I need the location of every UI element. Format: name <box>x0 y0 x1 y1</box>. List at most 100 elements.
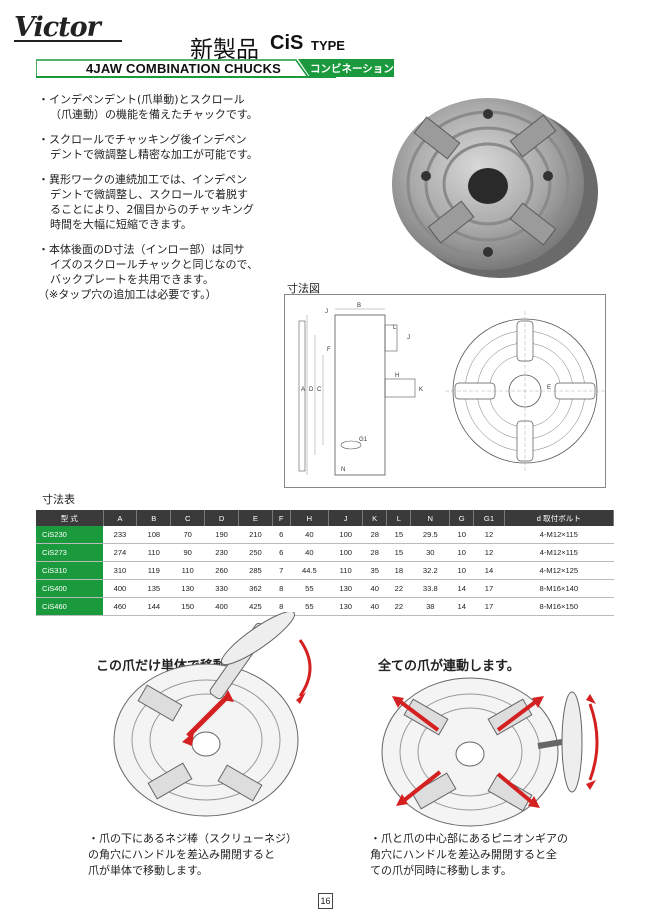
col-header: G1 <box>473 510 505 526</box>
title-model: CiS <box>270 32 304 54</box>
table-cell: 400 <box>103 579 137 598</box>
table-cell: 55 <box>290 597 329 616</box>
table-cell: 17 <box>473 597 505 616</box>
table-cell: 30 <box>410 543 450 562</box>
model-cell: CiS400 <box>36 579 103 598</box>
table-cell: 6 <box>272 526 291 544</box>
dim-label-g1: G1 <box>359 437 368 443</box>
table-cell: 150 <box>170 597 205 616</box>
dim-label-a: A <box>301 387 305 393</box>
table-cell: 28 <box>362 526 387 544</box>
feature-item: ・異形ワークの連続加工では、インデペン デントで微調整し、スクロールで着脱す る… <box>38 173 254 231</box>
model-cell: CiS310 <box>36 561 103 580</box>
table-cell: 40 <box>290 526 329 544</box>
dim-label-h: H <box>395 373 399 379</box>
table-cell: 12 <box>473 526 505 544</box>
model-cell: CiS273 <box>36 543 103 562</box>
scroll-description: ・爪と爪の中心部にあるピニオンギアの 角穴にハンドルを差込み開閉すると全 ての爪… <box>370 832 568 877</box>
table-cell: 35 <box>362 561 387 580</box>
table-cell: 14 <box>449 579 474 598</box>
dimension-drawing: J B L J F H K A D C E G1 N <box>284 294 606 488</box>
dim-label-k: K <box>419 387 423 393</box>
model-cell: CiS460 <box>36 597 103 616</box>
col-header: E <box>238 510 273 526</box>
table-cell: 90 <box>170 543 205 562</box>
table-cell: 135 <box>136 579 171 598</box>
table-cell: 274 <box>103 543 137 562</box>
table-cell: 14 <box>473 561 505 580</box>
col-header: G <box>449 510 475 526</box>
dim-label-n: N <box>341 467 345 473</box>
table-cell: 33.8 <box>410 579 450 598</box>
table-cell: 260 <box>204 561 239 580</box>
table-cell: 40 <box>290 543 329 562</box>
dim-label-f: F <box>327 347 331 353</box>
band-title-japanese: コンビネーションチャック <box>310 63 436 75</box>
col-header: J <box>328 510 364 526</box>
table-cell: 130 <box>170 579 205 598</box>
table-cell: 10 <box>449 543 474 562</box>
table-cell: 330 <box>204 579 239 598</box>
title-new-product: 新製品 <box>190 37 259 63</box>
table-cell: 70 <box>170 526 205 544</box>
table-cell: 285 <box>238 561 273 580</box>
dim-label-b: B <box>357 303 361 309</box>
table-cell: 310 <box>103 561 137 580</box>
table-cell: 14 <box>449 597 474 616</box>
dim-label-l: L <box>393 325 397 331</box>
title-band <box>36 59 394 78</box>
table-cell: 4-M12×115 <box>504 526 614 544</box>
feature-note: （※タップ穴の追加工は必要です。） <box>38 288 217 301</box>
table-cell: 4-M12×115 <box>504 543 614 562</box>
table-cell: 7 <box>272 561 291 580</box>
table-cell: 4-M12×125 <box>504 561 614 580</box>
table-cell: 40 <box>362 579 387 598</box>
table-cell: 17 <box>473 579 505 598</box>
table-cell: 460 <box>103 597 137 616</box>
independent-description: ・爪の下にあるネジ棒（スクリューネジ） の角穴にハンドルを差込み開閉すると 爪が… <box>88 832 297 877</box>
col-header: 型 式 <box>36 510 104 526</box>
table-cell: 15 <box>386 543 411 562</box>
table-cell: 362 <box>238 579 273 598</box>
table-cell: 108 <box>136 526 171 544</box>
spec-table: 型 式 A B C D E F H J K L N G G1 d 取付ボルト C… <box>36 510 615 616</box>
table-cell: 55 <box>290 579 329 598</box>
page-number: 16 <box>318 893 333 909</box>
table-cell: 250 <box>238 543 273 562</box>
table-cell: 110 <box>328 561 363 580</box>
feature-item: ・スクロールでチャッキング後インデペン デントで微調整し精密な加工が可能です。 <box>38 133 258 161</box>
table-cell: 230 <box>204 543 239 562</box>
logo-underline <box>14 40 122 42</box>
table-cell: 32.2 <box>410 561 450 580</box>
table-cell: 10 <box>449 526 474 544</box>
spec-table-header-row: 型 式 A B C D E F H J K L N G G1 d 取付ボルト <box>36 510 615 526</box>
table-cell: 44.5 <box>290 561 329 580</box>
victor-logo: Victor <box>14 12 101 43</box>
table-cell: 110 <box>170 561 205 580</box>
table-cell: 29.5 <box>410 526 450 544</box>
feature-item: ・本体後面のD寸法（インロー部）は同サ イズのスクロールチャックと同じなので、 … <box>38 243 259 286</box>
band-title-english: 4JAW COMBINATION CHUCKS <box>86 61 282 76</box>
table-cell: 8-M16×150 <box>504 597 614 616</box>
dimension-drawing-title: 寸法図 <box>287 282 320 295</box>
dim-label-j: J <box>325 309 328 315</box>
title-type: TYPE <box>311 38 345 53</box>
table-cell: 400 <box>204 597 239 616</box>
feature-list: ・インデペンデント(爪単動)とスクロール （爪連動）の機能を備えたチャックです。… <box>38 92 278 302</box>
table-cell: 38 <box>410 597 450 616</box>
col-header: D <box>204 510 239 526</box>
table-cell: 110 <box>136 543 171 562</box>
independent-illustration <box>113 612 312 817</box>
col-header: N <box>410 510 451 526</box>
scroll-caption: 全ての爪が連動します。 <box>378 659 520 674</box>
table-cell: 8 <box>272 579 291 598</box>
table-cell: 130 <box>328 579 363 598</box>
table-cell: 6 <box>272 543 291 562</box>
table-cell: 40 <box>362 597 387 616</box>
model-cell: CiS230 <box>36 526 103 544</box>
